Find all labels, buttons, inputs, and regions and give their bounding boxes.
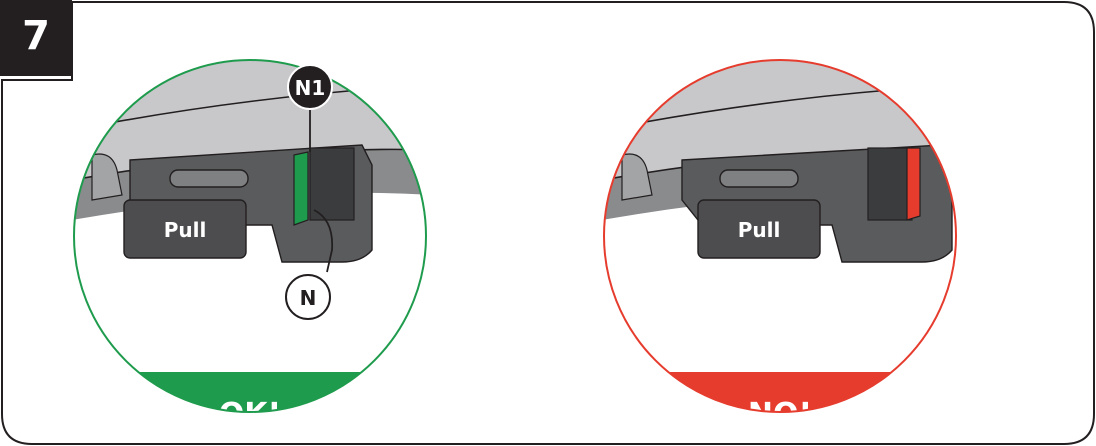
ok-panel: Pull OK! N1 N xyxy=(73,59,427,432)
indicator-red xyxy=(906,147,921,221)
pull-label: Pull xyxy=(738,218,781,242)
step-number-badge: 7 xyxy=(0,0,72,76)
pull-label: Pull xyxy=(164,218,207,242)
pull-handle xyxy=(697,199,821,259)
verdict-label-no: NO! xyxy=(748,397,812,432)
pull-handle xyxy=(123,199,247,259)
indicator-green xyxy=(293,151,309,226)
svg-text:N1: N1 xyxy=(295,76,326,100)
callout-n1: N1 xyxy=(287,64,333,110)
callout-n: N xyxy=(285,274,331,320)
no-panel: Pull NO! xyxy=(603,59,957,432)
svg-text:N: N xyxy=(300,286,317,310)
verdict-label-ok: OK! xyxy=(219,397,281,432)
